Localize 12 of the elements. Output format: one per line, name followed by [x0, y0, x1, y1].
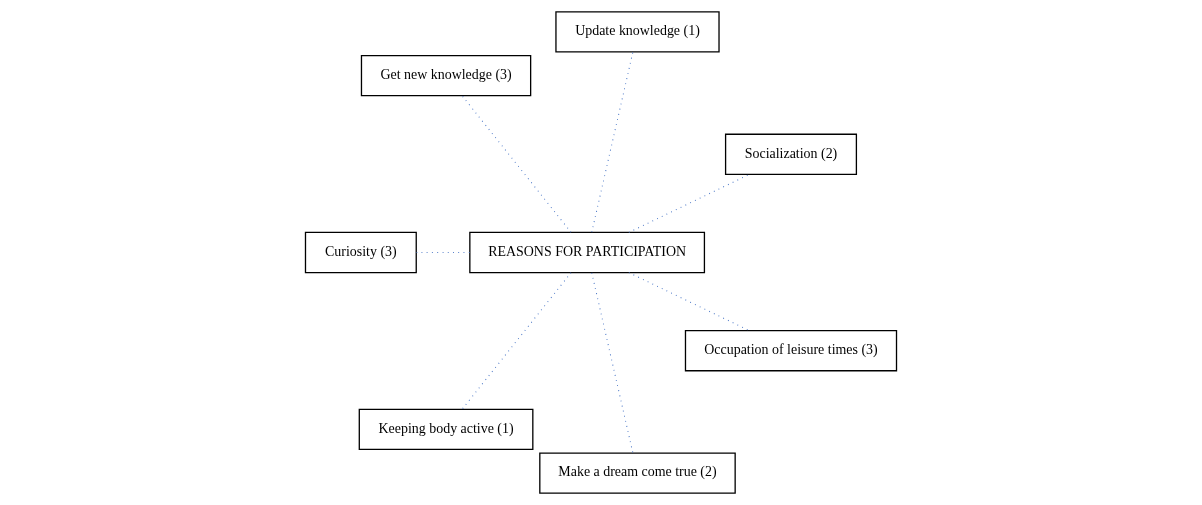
connector — [461, 95, 572, 233]
node-box: Keeping body active (1) — [358, 408, 534, 451]
node-box: Curiosity (3) — [304, 231, 417, 274]
connector — [628, 272, 750, 332]
node-box: Get new knowledge (3) — [360, 54, 532, 97]
node-box: Socialization (2) — [724, 133, 858, 176]
connector — [628, 173, 750, 233]
node-box: Make a dream come true (2) — [539, 452, 736, 494]
node-box: REASONS FOR PARTICIPATION — [469, 231, 706, 274]
node-box: Occupation of leisure times (3) — [684, 329, 898, 372]
node-box: Update knowledge (1) — [555, 11, 720, 53]
connector — [461, 272, 572, 410]
